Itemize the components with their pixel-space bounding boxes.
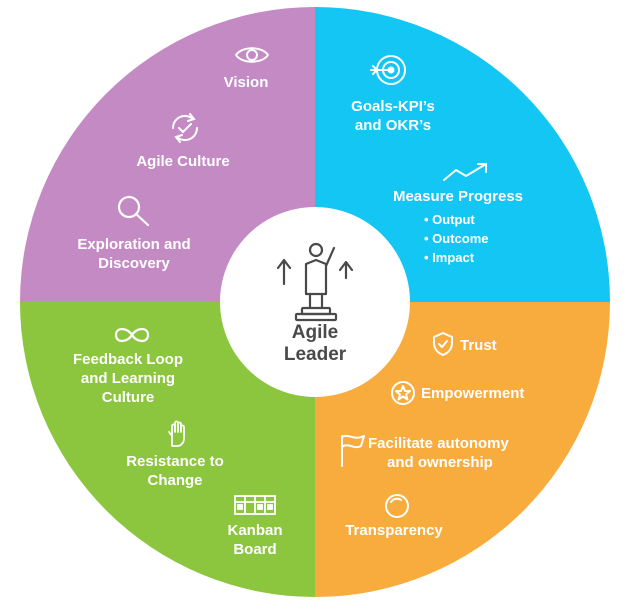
label-feedback-line3: Culture: [101, 389, 155, 406]
label-goals-line1: Goals-KPI’s: [351, 98, 435, 115]
bullet-impact: • Impact: [424, 250, 475, 265]
label-trust: Trust: [460, 337, 497, 354]
label-feedback-line2: and Learning: [80, 370, 176, 387]
label-exploration-line1: Exploration and: [77, 236, 191, 253]
label-goals-line2: and OKR’s: [354, 117, 432, 134]
center-title-line1: Agile: [291, 322, 339, 343]
magnifier-icon: [114, 193, 154, 229]
target-icon: [369, 53, 409, 87]
quadrant-bottom-left: [20, 302, 315, 597]
flag-icon: [336, 432, 368, 468]
label-resistance: Resistance to Change: [126, 452, 224, 490]
raised-hand-icon: [167, 420, 189, 448]
label-kanban-line2: Board: [233, 541, 277, 558]
label-measure-progress: Measure Progress: [392, 188, 524, 205]
label-transparency: Transparency: [345, 522, 443, 539]
label-feedback-line1: Feedback Loop: [72, 351, 184, 368]
bullet-output: • Output: [424, 212, 475, 227]
label-kanban-line1: Kanban: [227, 522, 283, 539]
ring-icon: [383, 492, 411, 520]
quadrant-top-right: [315, 7, 610, 302]
center-circle: [220, 207, 410, 397]
label-facilitate-line1: Facilitate autonomy: [368, 435, 509, 452]
shield-check-icon: [432, 331, 454, 357]
label-feedback-loop: Feedback Loop and Learning Culture: [73, 350, 183, 407]
label-vision: Vision: [223, 74, 269, 91]
label-empowerment: Empowerment: [421, 385, 525, 402]
center-title: Agile Leader: [284, 322, 346, 366]
label-exploration: Exploration and Discovery: [77, 235, 190, 273]
label-kanban: Kanban Board: [227, 521, 282, 559]
bullet-outcome: • Outcome: [424, 231, 489, 246]
kanban-board-icon: [233, 494, 277, 516]
leader-icon: [272, 238, 358, 326]
eye-icon: [234, 44, 270, 66]
label-resistance-line2: Change: [147, 472, 203, 489]
infinity-icon: [110, 324, 154, 346]
star-badge-icon: [390, 380, 416, 406]
cycle-check-icon: [166, 111, 204, 145]
trend-line-icon: [442, 160, 490, 184]
label-resistance-line1: Resistance to: [126, 453, 224, 470]
label-goals: Goals-KPI’s and OKR’s: [351, 97, 435, 135]
label-agile-culture: Agile Culture: [136, 153, 230, 170]
quadrant-top-left: [20, 7, 315, 302]
label-facilitate: Facilitate autonomy and ownership: [368, 434, 509, 472]
quadrant-bottom-right: [315, 302, 610, 597]
label-facilitate-line2: and ownership: [387, 454, 493, 471]
center-title-line2: Leader: [283, 344, 347, 365]
label-exploration-line2: Discovery: [98, 255, 170, 272]
